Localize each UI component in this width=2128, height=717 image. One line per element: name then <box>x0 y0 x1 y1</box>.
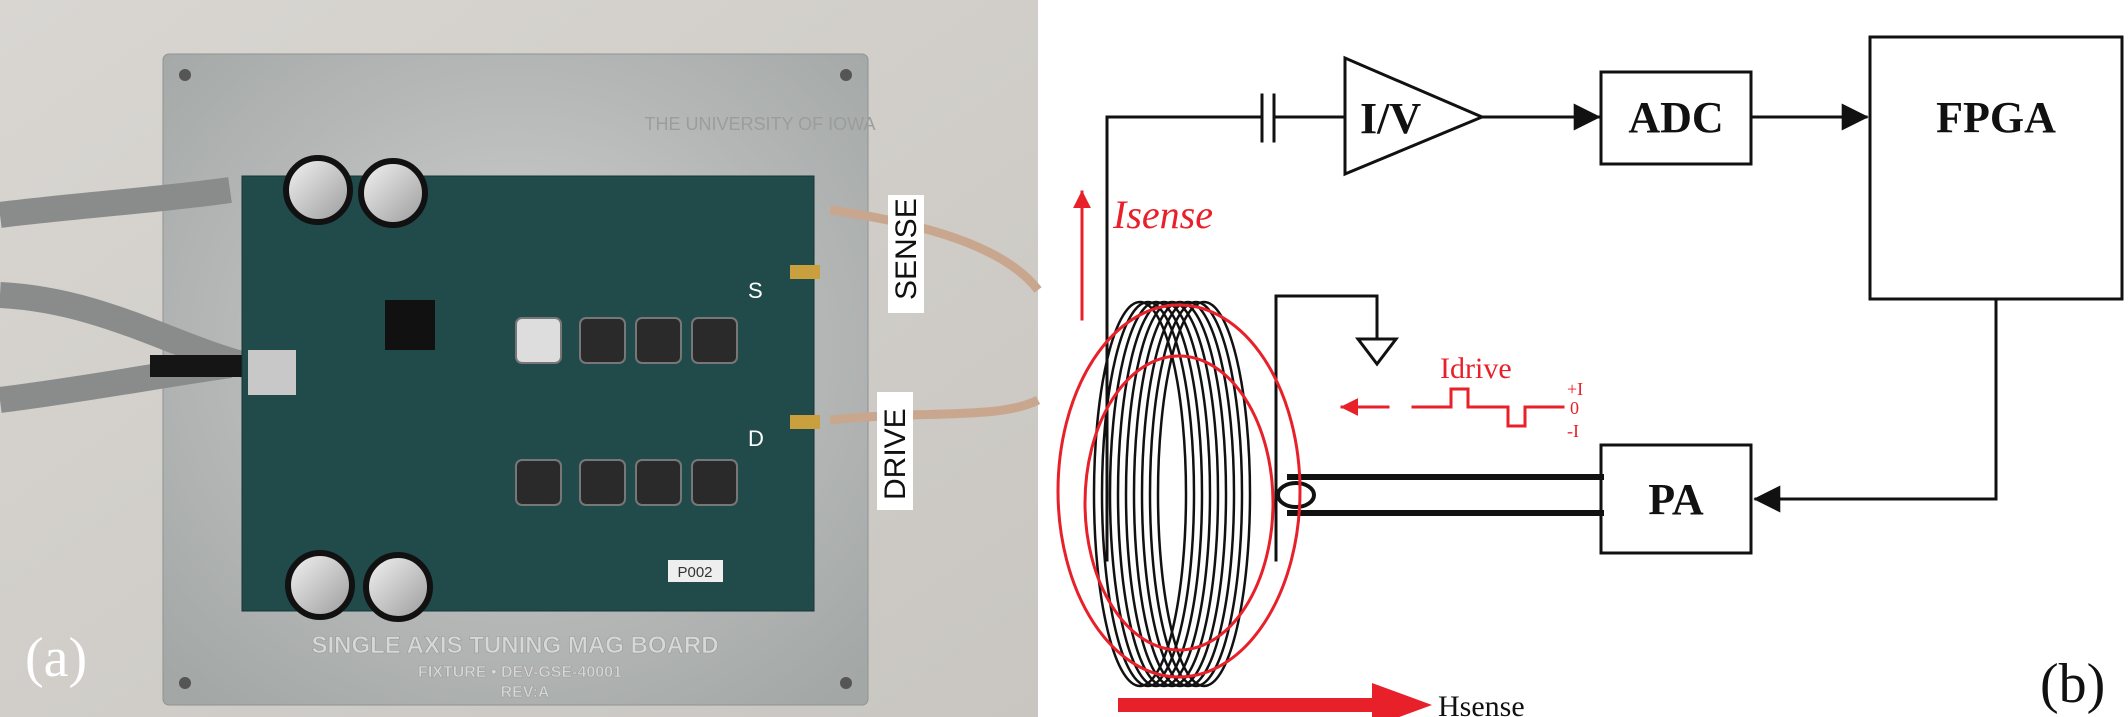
hsense-arrow <box>1118 683 1432 717</box>
pcb-mark-s: S <box>748 278 763 303</box>
ground-wire <box>1274 294 1379 562</box>
coil-turn <box>1140 300 1236 688</box>
engraving-part-number: FIXTURE • DEV-GSE-40001 <box>418 664 622 681</box>
iv-amplifier-icon <box>1343 55 1486 177</box>
isense-label: Isense <box>1112 192 1213 237</box>
adc-block <box>1599 70 1753 166</box>
pa-block <box>1599 443 1753 555</box>
engraving-title: SINGLE AXIS TUNING MAG BOARD <box>311 632 718 659</box>
coax-cable-sense <box>829 205 1042 293</box>
level-zero: 0 <box>1570 398 1579 418</box>
adc-label: ADC <box>1628 93 1723 142</box>
drive-tag-label: DRIVE <box>879 408 912 500</box>
sense-tag-label: SENSE <box>890 198 923 300</box>
hsense-label: Hsense <box>1438 690 1525 717</box>
inductors <box>515 317 738 506</box>
pa-label: PA <box>1648 475 1704 524</box>
capacitors <box>283 155 433 622</box>
iv-label: I/V <box>1360 94 1421 143</box>
idrive-label: Idrive <box>1440 352 1512 385</box>
red-field-ring-inner <box>1083 354 1275 652</box>
sma-connector-sense <box>790 265 820 279</box>
sma-connector-drive <box>790 415 820 429</box>
usb-connector <box>248 350 296 395</box>
coil-turn <box>1116 300 1212 688</box>
mount-hole <box>840 69 852 81</box>
idrive-waveform <box>1411 387 1565 428</box>
coax-cable-drive <box>829 395 1041 425</box>
serial-sticker <box>668 560 723 582</box>
panel-a-label: (a) <box>25 627 87 689</box>
mount-hole <box>179 69 191 81</box>
panel-b-diagram: I/V ADC FPGA PA Isense Idrive +I 0 -I <box>1056 35 2124 717</box>
panel-a-photo: THE UNIVERSITY OF IOWA S <box>0 0 1042 717</box>
coil-turn <box>1132 300 1228 688</box>
fpga-block <box>1868 35 2124 301</box>
pcb-board <box>241 175 815 612</box>
university-logo-engraving: THE UNIVERSITY OF IOWA <box>644 114 875 134</box>
capacitor-icon <box>1260 93 1276 143</box>
cable <box>0 177 232 228</box>
mount-hole <box>179 677 191 689</box>
pcb-mark-d: D <box>748 426 764 451</box>
coil-turn <box>1156 300 1252 688</box>
drive-loop <box>1276 481 1316 509</box>
level-neg: -I <box>1567 421 1579 441</box>
red-field-ring-outer <box>1056 303 1302 679</box>
coil-turn <box>1092 300 1188 688</box>
arrow-fpga-to-pa <box>1753 297 1998 513</box>
level-pos: +I <box>1567 379 1583 399</box>
drive-tag <box>877 392 913 510</box>
coil-turn <box>1124 300 1220 688</box>
audio-jack <box>150 355 250 377</box>
engraving-revision: REV:A <box>501 684 550 701</box>
coil-turn <box>1148 300 1244 688</box>
coil-windings <box>1092 300 1252 688</box>
coil-turn <box>1100 300 1196 688</box>
mount-hole <box>840 677 852 689</box>
fpga-label: FPGA <box>1936 93 2056 142</box>
serial-number: P002 <box>677 564 712 581</box>
panel-b-label: (b) <box>2040 653 2105 715</box>
coil-turn <box>1108 300 1204 688</box>
sense-tag <box>888 195 924 313</box>
ground-icon <box>1354 337 1400 367</box>
chip <box>385 300 435 350</box>
